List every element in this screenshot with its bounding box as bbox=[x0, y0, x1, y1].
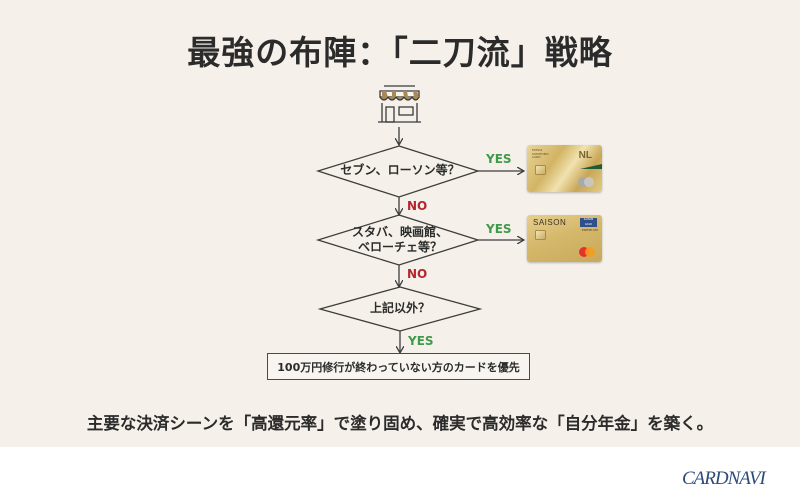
mastercard-logo-icon bbox=[578, 177, 594, 187]
card-brand: SAISON bbox=[533, 218, 567, 227]
result-box: 100万円修行が終わっていない方のカードを優先 bbox=[267, 353, 530, 380]
card-badge: SAISON GOLD bbox=[580, 218, 597, 227]
saison-gold-premium-card: SAISON SAISON GOLD PREMIUM bbox=[527, 215, 602, 262]
decision-1-no-label: NO bbox=[407, 199, 428, 213]
caption: 主要な決済シーンを「高還元率」で塗り固め、確実で高効率な「自分年金」を築く。 bbox=[86, 414, 714, 433]
decision-3-label: 上記以外？ bbox=[369, 301, 430, 315]
result-box-text: 100万円修行が終わっていない方のカードを優先 bbox=[277, 360, 520, 374]
chip-icon bbox=[535, 230, 546, 240]
store-icon bbox=[378, 85, 421, 123]
decision-2-label-line1: スタバ、映画館、 bbox=[351, 225, 448, 239]
mastercard-logo-icon bbox=[579, 247, 595, 257]
cardnavi-logo: CARDNAVI bbox=[682, 468, 766, 489]
flowchart bbox=[315, 85, 800, 447]
page-title: 最強の布陣：「二刀流」戦略 bbox=[187, 33, 613, 72]
decision-2-label: スタバ、映画館、 ベローチェ等？ bbox=[330, 225, 470, 255]
decision-2-yes-label: YES bbox=[486, 222, 512, 236]
card-issuer: MITSUI SUMITOMO CARD bbox=[532, 148, 549, 159]
decision-2-no-label: NO bbox=[407, 267, 428, 281]
decision-2-label-line2: ベローチェ等？ bbox=[357, 240, 442, 254]
nl-gold-card: MITSUI SUMITOMO CARD NL bbox=[527, 145, 602, 192]
card-stripe bbox=[580, 164, 602, 169]
card-tier: PREMIUM bbox=[581, 228, 598, 232]
decision-1-yes-label: YES bbox=[486, 152, 512, 166]
decision-3-yes-label: YES bbox=[408, 334, 434, 348]
decision-1-label: セブン、ローソン等？ bbox=[340, 163, 460, 177]
card-brand: NL bbox=[578, 150, 592, 161]
chip-icon bbox=[535, 165, 546, 175]
